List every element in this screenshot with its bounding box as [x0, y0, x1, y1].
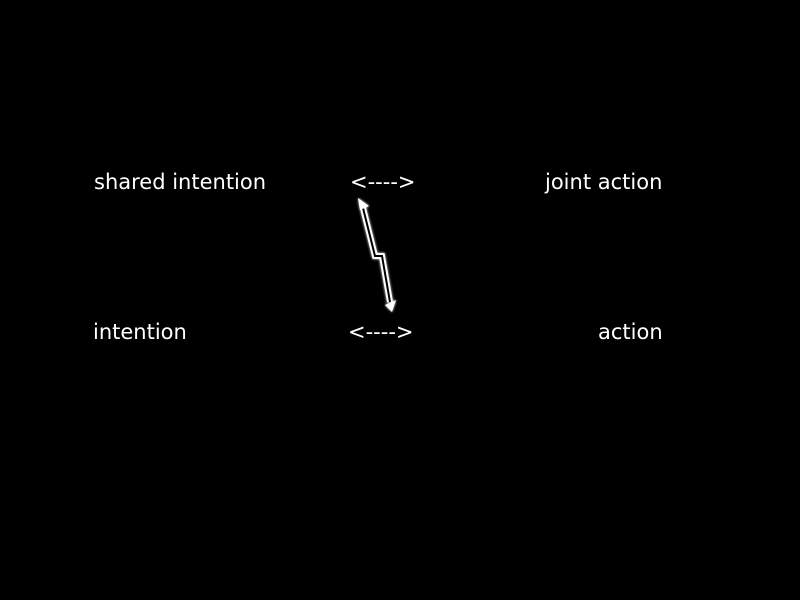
top-relation-arrow: <----> — [350, 170, 416, 194]
action-label: action — [598, 320, 663, 344]
joint-action-label: joint action — [545, 170, 663, 194]
shared-intention-label: shared intention — [94, 170, 267, 194]
bottom-relation-arrow: <----> — [348, 320, 414, 344]
intention-label: intention — [93, 320, 187, 344]
zigzag-double-arrow-icon — [358, 198, 396, 312]
